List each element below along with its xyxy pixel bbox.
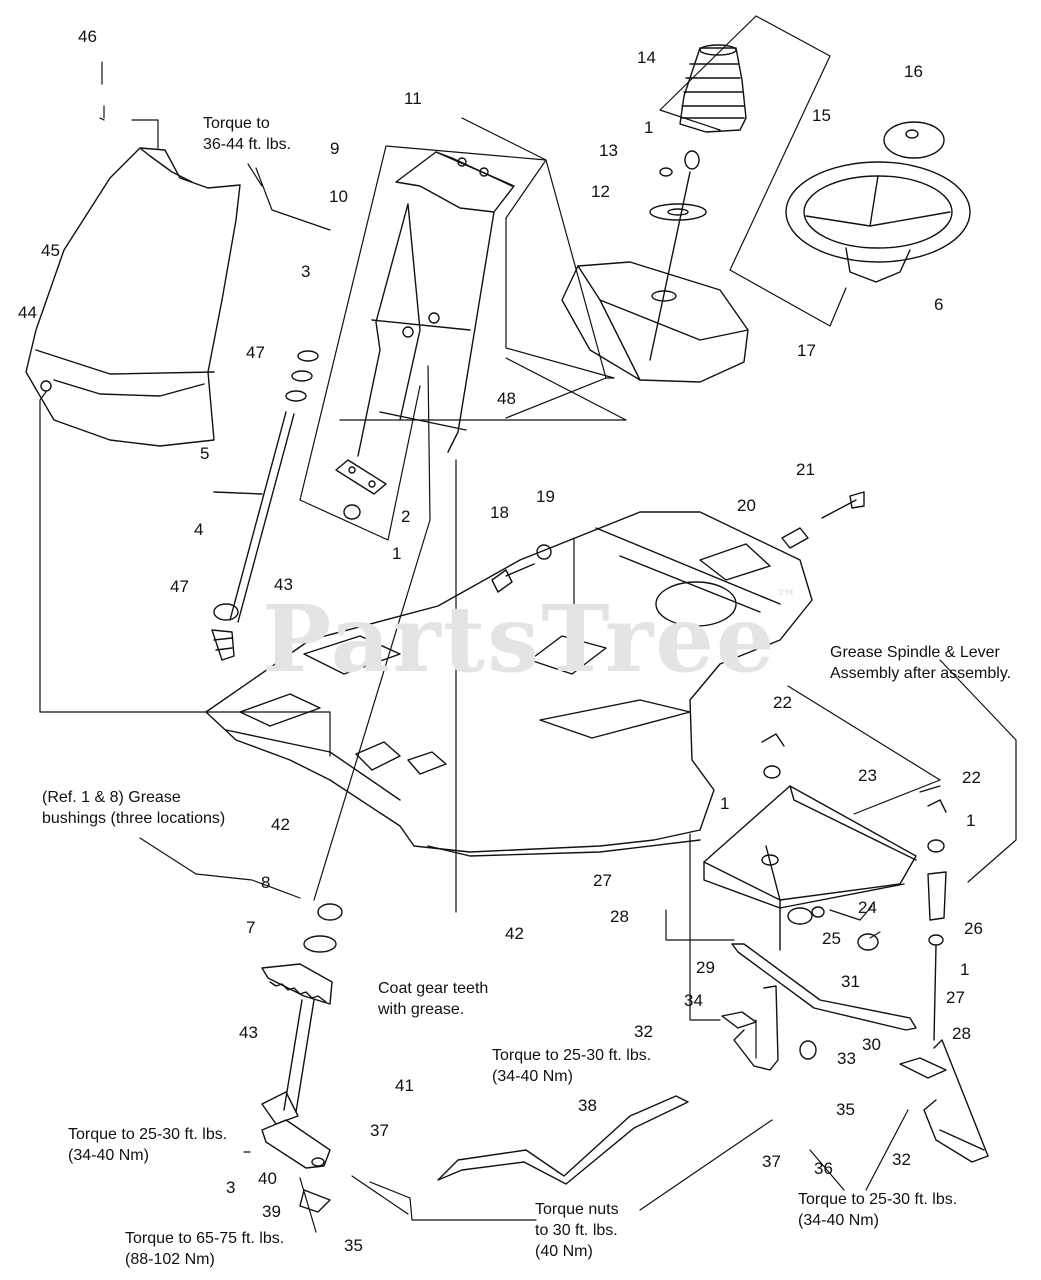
callout-39: 39 (262, 1202, 281, 1221)
callout-36: 36 (814, 1159, 833, 1178)
callout-27-left: 27 (593, 871, 612, 890)
callout-46: 46 (78, 27, 97, 46)
callout-1-lever-right: 1 (966, 811, 976, 830)
callout-4: 4 (194, 520, 204, 539)
leader-lines (39, 15, 1017, 1233)
callout-23: 23 (858, 766, 877, 785)
callout-32-left: 32 (634, 1022, 653, 1041)
callout-21: 21 (796, 460, 815, 479)
steering-shaft-part (211, 411, 295, 661)
callout-28-right: 28 (952, 1024, 971, 1043)
callout-12: 12 (591, 182, 610, 201)
callout-6: 6 (934, 295, 944, 314)
callout-22-right: 22 (962, 768, 981, 787)
callout-20: 20 (737, 496, 756, 515)
callout-34: 34 (684, 991, 703, 1010)
dash-panel-part (25, 147, 241, 447)
callout-24: 24 (858, 898, 877, 917)
callout-2: 2 (401, 507, 411, 526)
callout-17: 17 (797, 341, 816, 360)
callout-43-bottom: 43 (239, 1023, 258, 1042)
callout-18: 18 (490, 503, 509, 522)
callout-7: 7 (246, 918, 256, 937)
callout-40: 40 (258, 1169, 277, 1188)
callout-30: 30 (862, 1035, 881, 1054)
note-torque-25-30-center: Torque to 25-30 ft. lbs. (34-40 Nm) (492, 1047, 652, 1085)
tie-rod-part (437, 1095, 689, 1185)
callout-42-right: 42 (505, 924, 524, 943)
callout-25: 25 (822, 929, 841, 948)
callout-14: 14 (637, 48, 656, 67)
callout-45: 45 (41, 241, 60, 260)
callout-27-right: 27 (946, 988, 965, 1007)
callout-31: 31 (841, 972, 860, 991)
callout-29: 29 (696, 958, 715, 977)
note-torque-25-30-left: Torque to 25-30 ft. lbs. (34-40 Nm) (68, 1126, 228, 1164)
note-torque-nuts: Torque nuts to 30 ft. lbs. (40 Nm) (535, 1201, 619, 1260)
callout-10: 10 (329, 187, 348, 206)
callout-44: 44 (18, 303, 37, 322)
callout-8: 8 (261, 873, 271, 892)
bearing-plate-part (335, 459, 387, 520)
callout-9: 9 (330, 139, 340, 158)
washer-stack-part (285, 350, 319, 402)
callout-28-left: 28 (610, 907, 629, 926)
pivot-bolt-part (781, 491, 865, 549)
column-bushing-parts (649, 150, 707, 361)
sector-gear-part (261, 903, 343, 1125)
bushings-clips-part (761, 733, 947, 1041)
callout-1-bracket: 1 (392, 544, 402, 563)
callout-38: 38 (578, 1096, 597, 1115)
callout-37-right: 37 (762, 1152, 781, 1171)
steering-bracket-part (357, 151, 515, 457)
callout-35-left: 35 (344, 1236, 363, 1255)
callout-19: 19 (536, 487, 555, 506)
note-coat-gear: Coat gear teeth with grease. (378, 980, 489, 1018)
callout-47-bottom: 47 (170, 577, 189, 596)
callout-41: 41 (395, 1076, 414, 1095)
callout-48: 48 (497, 389, 516, 408)
callout-42-left: 42 (271, 815, 290, 834)
callout-3-top: 3 (301, 262, 311, 281)
shift-boot-part (679, 44, 747, 133)
callout-1-top: 1 (644, 118, 654, 137)
callout-1-lever-left: 1 (720, 794, 730, 813)
note-grease-spindle: Grease Spindle & Lever Assembly after as… (830, 644, 1012, 682)
drag-link-part (731, 943, 917, 1031)
pitman-arm-part (261, 1119, 331, 1213)
callout-33: 33 (837, 1049, 856, 1068)
steering-wheel-part (785, 121, 971, 283)
frame-bolt-part (491, 544, 552, 593)
spacer-washer-part (787, 906, 879, 951)
callout-47-top: 47 (246, 343, 265, 362)
callout-35-right: 35 (836, 1100, 855, 1119)
callout-11: 11 (404, 89, 422, 108)
callout-5: 5 (200, 444, 210, 463)
callout-43-top: 43 (274, 575, 293, 594)
steering-lever-bracket-part (703, 785, 917, 951)
callout-1-lower: 1 (960, 960, 970, 979)
callout-37-left: 37 (370, 1121, 389, 1140)
note-torque-25-30-right: Torque to 25-30 ft. lbs. (34-40 Nm) (798, 1191, 958, 1229)
callout-16: 16 (904, 62, 923, 81)
callout-13: 13 (599, 141, 618, 160)
spindle-part (733, 985, 989, 1163)
callout-26: 26 (964, 919, 983, 938)
callout-15: 15 (812, 106, 831, 125)
callout-3-bottom: 3 (226, 1178, 236, 1197)
callout-32-right: 32 (892, 1150, 911, 1169)
note-torque-36-44: Torque to 36-44 ft. lbs. (203, 115, 292, 153)
dash-console-part (561, 261, 749, 383)
note-grease-bushings: (Ref. 1 & 8) Grease bushings (three loca… (42, 789, 226, 827)
note-torque-65-75: Torque to 65-75 ft. lbs. (88-102 Nm) (125, 1230, 285, 1268)
callout-22-left: 22 (773, 693, 792, 712)
